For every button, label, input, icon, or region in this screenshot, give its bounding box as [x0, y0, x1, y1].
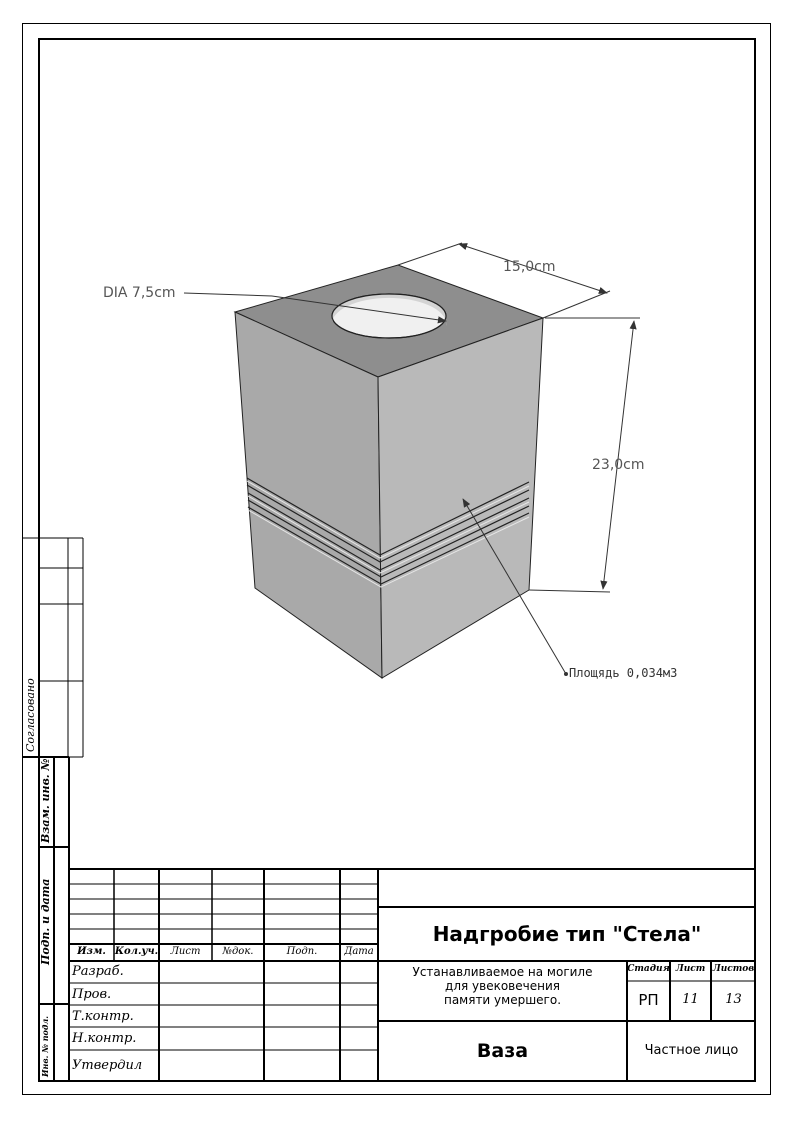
stage-value: РП: [638, 991, 659, 1009]
description-line-2: для увековечения: [445, 979, 560, 993]
customer: Частное лицо: [644, 1043, 739, 1058]
sheets-total-label: Листов: [712, 964, 755, 974]
vzam-inv-label: Взам. инв. №: [39, 758, 52, 843]
sheet-outer-border: [22, 23, 771, 1095]
podp-data-label: Подп. и дата: [39, 878, 52, 965]
stage-label: Стадия: [627, 964, 670, 974]
role-utverdil: Утвердил: [72, 1058, 143, 1073]
description-line-1: Устанавливаемое на могиле: [412, 965, 593, 979]
drawing-frame: [38, 38, 756, 1082]
sheets-total-value: 13: [725, 992, 742, 1007]
description: Устанавливаемое на могиле для увековечен…: [378, 965, 627, 1007]
header-list: Лист: [170, 946, 201, 957]
header-n-dok: №док.: [222, 946, 254, 957]
item-name: Ваза: [476, 1040, 529, 1062]
role-razrab: Разраб.: [72, 964, 124, 979]
header-izm: Изм.: [77, 946, 106, 957]
header-kol-uch: Кол.уч.: [114, 946, 159, 957]
block-grooves: [246, 477, 530, 585]
role-prov: Пров.: [72, 987, 112, 1002]
sheet-value: 11: [682, 992, 699, 1007]
area-note: Площядь 0,034м3: [569, 666, 678, 680]
header-podp: Подп.: [286, 946, 318, 957]
vase-hole: [331, 293, 447, 339]
dim-diameter-label: DIA 7,5cm: [103, 285, 176, 301]
sheet-label: Лист: [675, 964, 706, 974]
dim-width-label: 15,0cm: [503, 259, 556, 275]
header-data: Дата: [344, 946, 374, 957]
role-n-kontr: Н.контр.: [72, 1031, 137, 1046]
dim-height-label: 23,0cm: [592, 457, 645, 473]
document-title: Надгробие тип "Стела": [432, 922, 702, 946]
agreed-label: Согласовано: [24, 678, 37, 752]
role-t-kontr: Т.контр.: [72, 1009, 134, 1024]
description-line-3: памяти умершего.: [443, 993, 562, 1007]
inv-podl-label: Инв. № подл.: [40, 1015, 50, 1077]
